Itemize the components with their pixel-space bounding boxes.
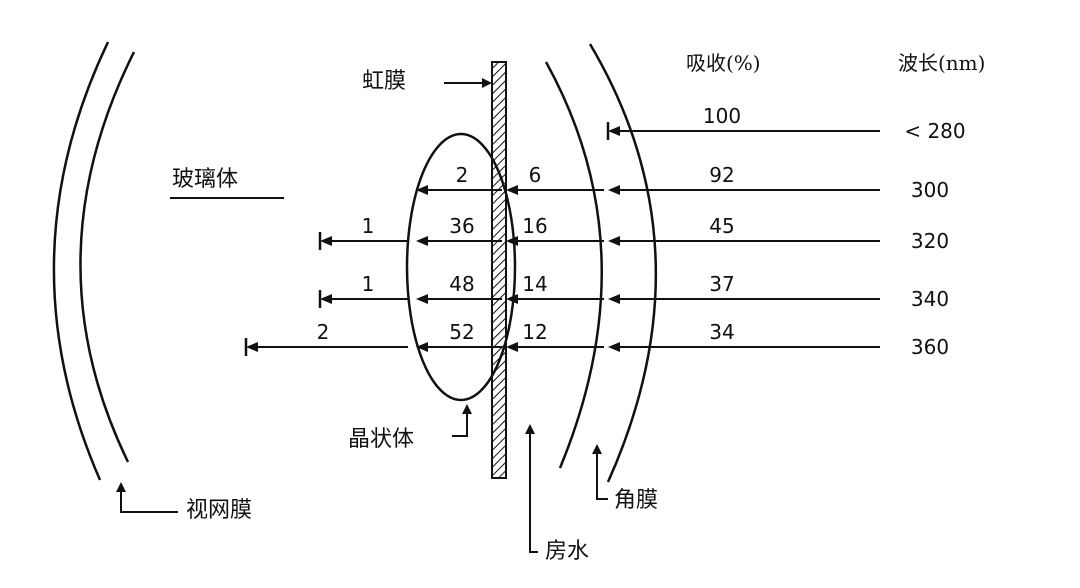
cornea-outer-curve bbox=[588, 43, 658, 483]
absorption-header: 吸收(%) bbox=[686, 51, 761, 75]
ray-4-lens-value: 48 bbox=[449, 272, 474, 296]
ray-4-vitreous-value: 1 bbox=[362, 272, 375, 296]
vitreous-label: 玻璃体 bbox=[172, 167, 238, 192]
ray-4-aqueous-arrow-head bbox=[506, 294, 518, 304]
ray-1-cornea-value: 100 bbox=[703, 104, 741, 128]
ray-5-aqueous-arrow-head bbox=[506, 342, 518, 352]
iris-bar bbox=[491, 61, 507, 479]
retina-inner-curve bbox=[79, 51, 136, 463]
ray-2-lens-arrow-head bbox=[416, 185, 428, 195]
ray-1-cornea-arrow-head bbox=[608, 126, 620, 136]
ray-2-aqueous-value: 6 bbox=[529, 163, 542, 187]
aqueous-label: 房水 bbox=[545, 539, 589, 564]
ray-2-cornea-value: 92 bbox=[709, 163, 734, 187]
ray-3-vitreous-arrow-head bbox=[320, 236, 332, 246]
wavelength-header: 波长(nm) bbox=[898, 51, 985, 75]
ray-5-lens-arrow-head bbox=[416, 342, 428, 352]
ray-2-cornea-arrow-head bbox=[608, 185, 620, 195]
ray-2-aqueous-arrow-head bbox=[506, 185, 518, 195]
ray-4-vitreous-arrow-head bbox=[320, 294, 332, 304]
retina-pointer-head bbox=[116, 482, 126, 492]
iris-label: 虹膜 bbox=[362, 69, 406, 94]
ray-2-lens-value: 2 bbox=[456, 163, 469, 187]
iris-pointer-head bbox=[482, 78, 492, 88]
aqueous-pointer-head bbox=[525, 424, 535, 434]
ray-4-cornea-value: 37 bbox=[709, 272, 734, 296]
ray-4-wavelength: 340 bbox=[911, 287, 949, 311]
ray-5-aqueous-value: 12 bbox=[522, 320, 547, 344]
ray-3-wavelength: 320 bbox=[911, 229, 949, 253]
ray-group: < 280 100 300 92 6 2 320 45 16 36 1 340 37 14 48 1 360 34… bbox=[244, 104, 966, 359]
ray-5-lens-value: 52 bbox=[449, 320, 474, 344]
ray-4-lens-arrow-head bbox=[416, 294, 428, 304]
cornea-curves bbox=[544, 43, 658, 483]
ray-5-cornea-arrow-head bbox=[608, 342, 620, 352]
ray-5-wavelength: 360 bbox=[911, 335, 949, 359]
aqueous-pointer bbox=[529, 432, 538, 553]
label-pointers bbox=[116, 78, 608, 553]
ray-3-aqueous-value: 16 bbox=[522, 214, 547, 238]
lens-ellipse bbox=[405, 132, 517, 402]
cornea-pointer-head bbox=[592, 444, 602, 454]
ray-4-aqueous-value: 14 bbox=[522, 272, 547, 296]
ray-3-lens-arrow-head bbox=[416, 236, 428, 246]
lens-pointer bbox=[452, 412, 468, 437]
ray-2-wavelength: 300 bbox=[911, 178, 949, 202]
ray-4-cornea-arrow-head bbox=[608, 294, 620, 304]
lens-pointer-head bbox=[462, 404, 472, 414]
ray-5-vitreous-value: 2 bbox=[317, 320, 330, 344]
retina-curves bbox=[52, 41, 136, 481]
ray-3-vitreous-value: 1 bbox=[362, 214, 375, 238]
ray-5-vitreous-arrow-head bbox=[246, 342, 258, 352]
retina-outer-curve bbox=[52, 41, 110, 481]
lens-label: 晶状体 bbox=[348, 427, 414, 452]
retina-pointer bbox=[120, 490, 178, 513]
cornea-pointer bbox=[596, 452, 608, 500]
ray-3-cornea-arrow-head bbox=[608, 236, 620, 246]
cornea-label: 角膜 bbox=[614, 488, 658, 513]
retina-label: 视网膜 bbox=[186, 498, 252, 523]
ray-5-cornea-value: 34 bbox=[709, 320, 734, 344]
ray-1-wavelength: < 280 bbox=[904, 119, 965, 143]
ray-3-lens-value: 36 bbox=[449, 214, 474, 238]
cornea-inner-curve bbox=[544, 61, 603, 469]
ray-3-cornea-value: 45 bbox=[709, 214, 734, 238]
ray-3-aqueous-arrow-head bbox=[506, 236, 518, 246]
